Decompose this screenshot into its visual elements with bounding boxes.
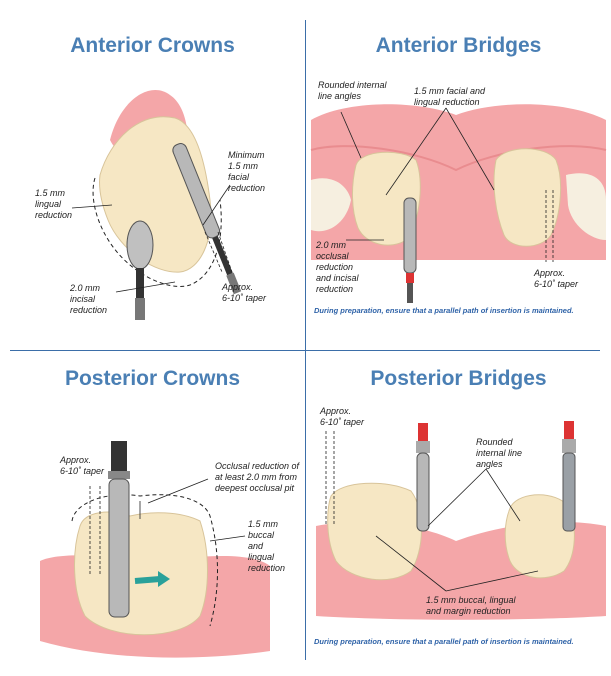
panel-anterior-bridges: Anterior Bridges Rounded internal line a… bbox=[306, 0, 611, 350]
vertical-divider bbox=[305, 20, 306, 660]
taper-label: Approx. 6-10˚ taper bbox=[222, 282, 267, 303]
panel-title: Posterior Bridges bbox=[370, 367, 547, 390]
anterior-crown-illustration bbox=[71, 90, 242, 320]
incisal-reduction-label: 2.0 mm incisal reduction bbox=[70, 283, 108, 315]
horizontal-divider bbox=[10, 350, 600, 351]
taper-label: Approx. 6-10˚ taper bbox=[320, 406, 365, 427]
anterior-bridge-illustration bbox=[310, 104, 607, 303]
lingual-reduction-label: 1.5 mm lingual reduction bbox=[35, 188, 73, 220]
panel-posterior-crowns: Posterior Crowns Approx. 6-10˚ taper Occ… bbox=[0, 351, 305, 676]
buccal-lingual-label: 1.5 mm buccal and lingual reduction bbox=[248, 519, 286, 573]
posterior-bridge-illustration bbox=[316, 421, 606, 620]
panel-title: Posterior Crowns bbox=[64, 367, 241, 390]
taper-label: Approx. 6-10˚ taper bbox=[60, 455, 105, 476]
preparation-note: During preparation, ensure that a parall… bbox=[314, 637, 574, 646]
facial-lingual-label: 1.5 mm facial and lingual reduction bbox=[414, 86, 486, 107]
panel-posterior-bridges: Posterior Bridges Approx. 6-10˚ taper Ro… bbox=[306, 351, 611, 676]
line-angles-label: Rounded internal line angles bbox=[476, 437, 523, 469]
panel-title: Anterior Crowns bbox=[70, 34, 235, 57]
rotation-arrow-icon bbox=[134, 576, 161, 584]
margin-reduction-label: 1.5 mm buccal, lingual and margin reduct… bbox=[426, 595, 516, 616]
facial-reduction-label: Minimum 1.5 mm facial reduction bbox=[228, 150, 266, 193]
occlusal-incisal-label: 2.0 mm occlusal reduction and incisal re… bbox=[316, 240, 359, 294]
occlusal-reduction-label: Occlusal reduction of at least 2.0 mm fr… bbox=[215, 461, 300, 493]
panel-anterior-crowns: Anterior Crowns 1.5 mm lingual reduction… bbox=[0, 0, 305, 350]
taper-label: Approx. 6-10˚ taper bbox=[534, 268, 579, 289]
preparation-note: During preparation, ensure that a parall… bbox=[314, 306, 574, 315]
posterior-crown-illustration bbox=[40, 441, 270, 658]
panel-title: Anterior Bridges bbox=[375, 34, 542, 57]
line-angles-label: Rounded internal line angles bbox=[318, 80, 387, 101]
